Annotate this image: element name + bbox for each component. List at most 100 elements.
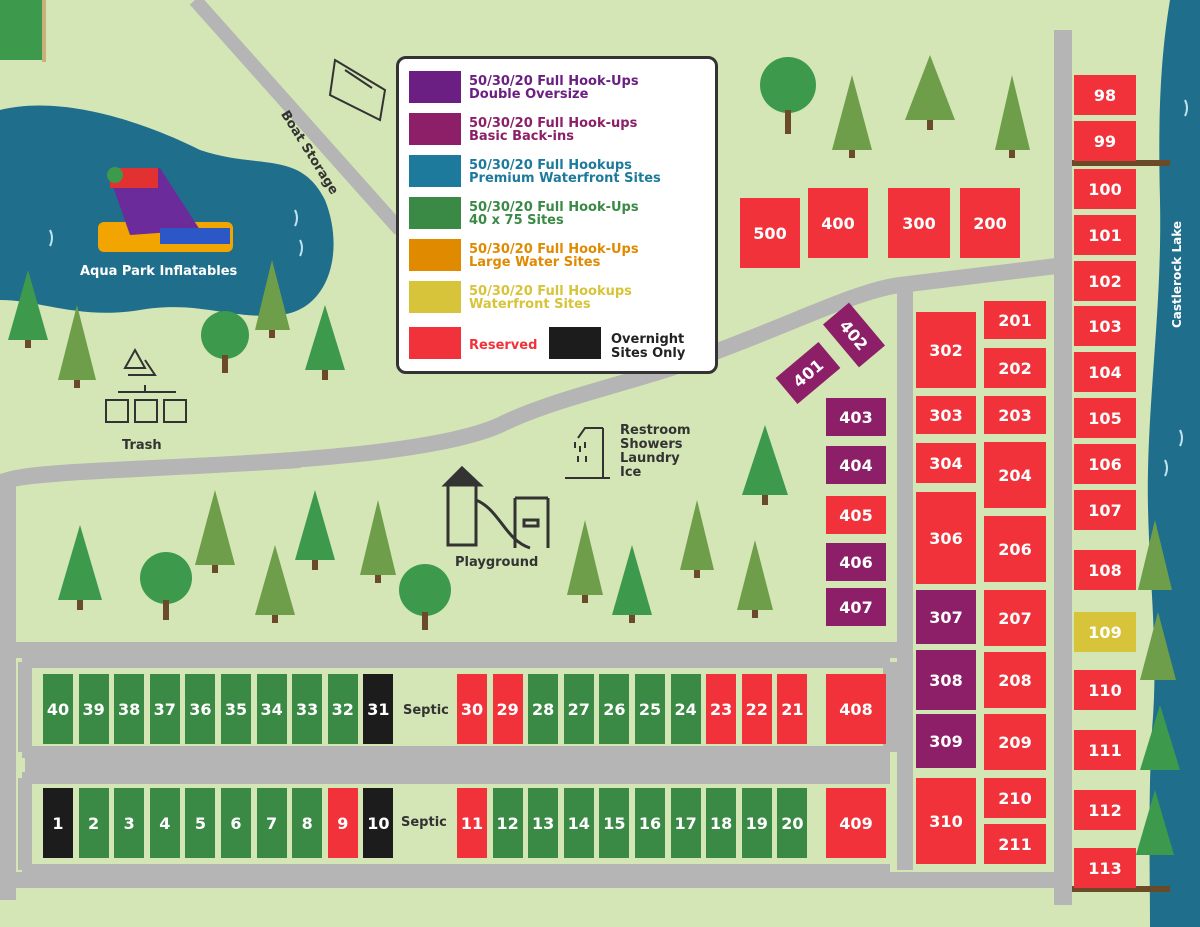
site-17[interactable]: 17 [670, 788, 701, 858]
site-203[interactable]: 203 [984, 396, 1046, 434]
site-108[interactable]: 108 [1074, 550, 1136, 590]
site-200[interactable]: 200 [960, 188, 1020, 258]
site-113[interactable]: 113 [1074, 848, 1136, 888]
site-4[interactable]: 4 [149, 788, 180, 858]
site-101[interactable]: 101 [1074, 215, 1136, 255]
site-409[interactable]: 409 [826, 788, 886, 858]
site-99[interactable]: 99 [1074, 121, 1136, 161]
playground-label: Playground [455, 555, 539, 570]
site-400[interactable]: 400 [808, 188, 868, 258]
site-302[interactable]: 302 [916, 312, 976, 388]
site-23[interactable]: 23 [706, 674, 737, 744]
site-16[interactable]: 16 [635, 788, 665, 858]
site-13[interactable]: 13 [528, 788, 559, 858]
site-211[interactable]: 211 [984, 824, 1046, 864]
site-36[interactable]: 36 [185, 674, 216, 744]
site-112[interactable]: 112 [1074, 790, 1136, 830]
site-3[interactable]: 3 [114, 788, 145, 858]
site-306[interactable]: 306 [916, 492, 976, 584]
site-201[interactable]: 201 [984, 301, 1046, 339]
site-406[interactable]: 406 [826, 543, 886, 581]
site-107[interactable]: 107 [1074, 490, 1136, 530]
site-5[interactable]: 5 [185, 788, 216, 858]
site-6[interactable]: 6 [221, 788, 251, 858]
roads [0, 0, 1072, 905]
legend-label-waterfront-2: Waterfront Sites [469, 297, 591, 312]
site-30[interactable]: 30 [457, 674, 487, 744]
site-22[interactable]: 22 [741, 674, 772, 744]
site-308[interactable]: 308 [916, 650, 976, 710]
site-24[interactable]: 24 [670, 674, 701, 744]
site-2[interactable]: 2 [78, 788, 109, 858]
site-106[interactable]: 106 [1074, 444, 1136, 484]
site-208[interactable]: 208 [984, 652, 1046, 708]
site-307[interactable]: 307 [916, 590, 976, 644]
site-40[interactable]: 40 [43, 674, 73, 744]
site-14[interactable]: 14 [563, 788, 594, 858]
site-207[interactable]: 207 [984, 590, 1046, 646]
site-8[interactable]: 8 [292, 788, 323, 858]
site-310[interactable]: 310 [916, 778, 976, 864]
legend-label-overnight-2: Sites Only [611, 346, 686, 361]
legend-swatch-reserved [409, 327, 461, 359]
site-38[interactable]: 38 [114, 674, 145, 744]
site-303[interactable]: 303 [916, 396, 976, 434]
legend-swatch-premium_waterfront [409, 155, 461, 187]
site-25[interactable]: 25 [635, 674, 665, 744]
site-103[interactable]: 103 [1074, 306, 1136, 346]
site-500[interactable]: 500 [740, 198, 800, 268]
site-35[interactable]: 35 [221, 674, 251, 744]
site-34[interactable]: 34 [256, 674, 287, 744]
site-403[interactable]: 403 [826, 398, 886, 436]
site-104[interactable]: 104 [1074, 352, 1136, 392]
site-109[interactable]: 109 [1074, 612, 1136, 652]
site-206[interactable]: 206 [984, 516, 1046, 582]
site-105[interactable]: 105 [1074, 398, 1136, 438]
legend-label-premium_waterfront-1: 50/30/20 Full Hookups [469, 158, 632, 173]
site-31[interactable]: 31 [363, 674, 394, 744]
site-21[interactable]: 21 [777, 674, 808, 744]
site-202[interactable]: 202 [984, 348, 1046, 388]
trash-label: Trash [122, 438, 162, 453]
site-39[interactable]: 39 [78, 674, 109, 744]
site-102[interactable]: 102 [1074, 261, 1136, 301]
site-19[interactable]: 19 [741, 788, 772, 858]
site-18[interactable]: 18 [706, 788, 737, 858]
site-27[interactable]: 27 [563, 674, 594, 744]
site-110[interactable]: 110 [1074, 670, 1136, 710]
site-210[interactable]: 210 [984, 778, 1046, 818]
site-111[interactable]: 111 [1074, 730, 1136, 770]
site-7[interactable]: 7 [256, 788, 287, 858]
site-100[interactable]: 100 [1074, 169, 1136, 209]
legend-label-basic_backins-1: 50/30/20 Full Hook-ups [469, 116, 638, 131]
legend-label-green_sites-1: 50/30/20 Full Hook-Ups [469, 200, 639, 215]
dock-bottom [1070, 886, 1170, 892]
legend-swatch-large_water [409, 239, 461, 271]
site-309[interactable]: 309 [916, 714, 976, 768]
site-20[interactable]: 20 [777, 788, 808, 858]
site-204[interactable]: 204 [984, 442, 1046, 508]
site-11[interactable]: 11 [457, 788, 487, 858]
site-304[interactable]: 304 [916, 443, 976, 483]
site-33[interactable]: 33 [292, 674, 323, 744]
site-28[interactable]: 28 [528, 674, 559, 744]
legend-label-basic_backins-2: Basic Back-ins [469, 129, 574, 144]
legend-label-overnight-1: Overnight [611, 332, 685, 347]
site-407[interactable]: 407 [826, 588, 886, 626]
site-408[interactable]: 408 [826, 674, 886, 744]
site-10[interactable]: 10 [363, 788, 394, 858]
site-15[interactable]: 15 [599, 788, 630, 858]
site-98[interactable]: 98 [1074, 75, 1136, 115]
site-405[interactable]: 405 [826, 496, 886, 534]
site-29[interactable]: 29 [492, 674, 523, 744]
site-12[interactable]: 12 [492, 788, 523, 858]
site-32[interactable]: 32 [327, 674, 358, 744]
site-209[interactable]: 209 [984, 714, 1046, 770]
aqua-park-label: Aqua Park Inflatables [80, 264, 238, 279]
site-9[interactable]: 9 [327, 788, 358, 858]
site-37[interactable]: 37 [149, 674, 180, 744]
site-1[interactable]: 1 [43, 788, 73, 858]
site-404[interactable]: 404 [826, 446, 886, 484]
site-26[interactable]: 26 [599, 674, 630, 744]
site-300[interactable]: 300 [888, 188, 950, 258]
